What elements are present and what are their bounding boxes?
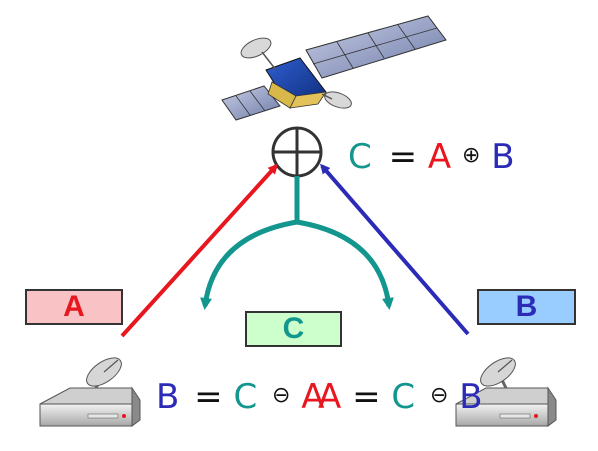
eq-sat-t1: A bbox=[427, 137, 452, 177]
eq-sat-lhs: C bbox=[348, 137, 372, 177]
broadcast-c-arrows bbox=[200, 176, 394, 310]
eq-sat-t2: B bbox=[491, 137, 515, 177]
ground-station-left-icon bbox=[39, 357, 141, 427]
eq-left-t2: A bbox=[301, 377, 325, 417]
ground-station-right-icon bbox=[455, 357, 557, 427]
eq-left-op: ⊖ bbox=[272, 382, 291, 408]
eq-right-t2: B bbox=[459, 377, 483, 417]
eq-left-t1: C bbox=[233, 377, 258, 417]
message-box-b-label: B bbox=[515, 290, 538, 323]
arrow-b-uplink bbox=[320, 163, 470, 336]
eq-sat-equals: = bbox=[388, 137, 418, 177]
message-box-c-label: C bbox=[282, 312, 305, 345]
message-box-a-label: A bbox=[63, 290, 85, 323]
equation-right: A = C ⊖ B bbox=[318, 380, 483, 414]
equation-satellite: C = A ⊕ B bbox=[348, 140, 515, 174]
satellite-icon bbox=[221, 15, 447, 121]
message-box-b: B bbox=[477, 289, 576, 325]
eq-left-lhs: B bbox=[156, 377, 180, 417]
xor-operator-icon bbox=[271, 126, 323, 178]
message-box-c: C bbox=[245, 311, 342, 347]
eq-right-equals: = bbox=[352, 377, 381, 417]
eq-right-t1: C bbox=[391, 377, 416, 417]
arrow-a-uplink bbox=[120, 163, 279, 338]
eq-right-op: ⊖ bbox=[429, 382, 449, 408]
message-box-a: A bbox=[25, 289, 123, 325]
eq-sat-op: ⊕ bbox=[461, 142, 481, 168]
eq-left-equals: = bbox=[194, 377, 223, 417]
eq-right-lhs: A bbox=[318, 377, 342, 417]
equation-left: B = C ⊖ A bbox=[156, 380, 325, 414]
